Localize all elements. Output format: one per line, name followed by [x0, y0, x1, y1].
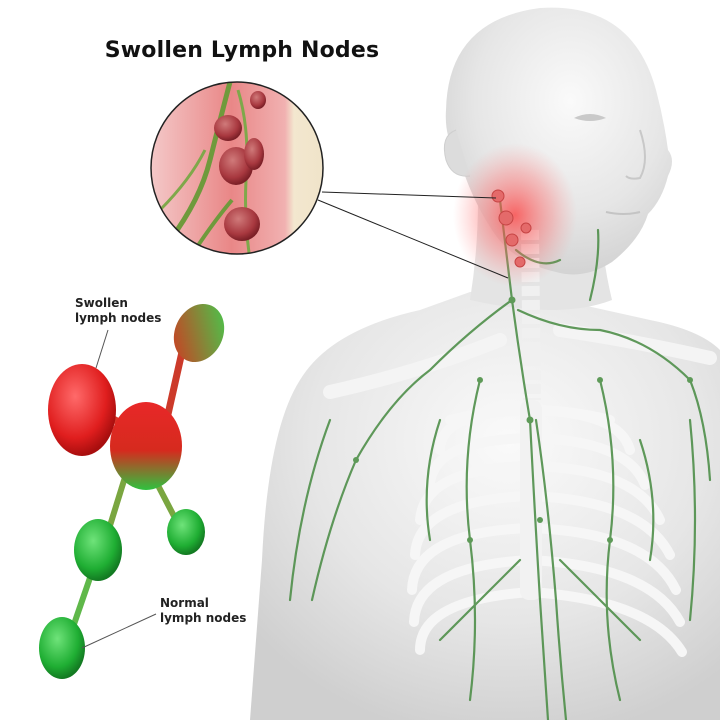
callout-line-top [321, 191, 497, 199]
swollen-node-large [48, 364, 116, 456]
node-diagram [39, 303, 225, 679]
inflammation-glow [453, 143, 577, 287]
normal-node-bottom [39, 617, 85, 679]
neck-swollen-nodes [491, 189, 532, 268]
right-clavicle [553, 323, 717, 365]
nose [625, 129, 646, 180]
ear [443, 129, 471, 177]
normal-pointer [81, 613, 157, 649]
magnified-inset [151, 82, 323, 254]
eye [574, 114, 606, 121]
left-clavicle [323, 333, 507, 399]
swollen-nodes-label: Swollen lymph nodes [75, 296, 161, 326]
normal-label-line-2: lymph nodes [160, 611, 247, 625]
callout-line-bottom [317, 199, 509, 279]
swollen-pointer [95, 329, 109, 369]
normal-nodes-label: Normal lymph nodes [160, 596, 246, 626]
mouth [605, 211, 641, 215]
swollen-label-line-2: lymph nodes [75, 311, 162, 325]
torso [250, 291, 720, 720]
normal-label-line-1: Normal [160, 596, 209, 610]
page-title: Swollen Lymph Nodes [104, 38, 380, 63]
normal-node-middle [74, 519, 122, 581]
normal-node-right [167, 509, 205, 555]
inset-border [150, 81, 324, 255]
lymph-node-dots [353, 296, 693, 543]
mixed-node-top [173, 303, 225, 363]
swollen-node-center [110, 402, 182, 490]
swollen-label-line-1: Swollen [75, 296, 128, 310]
